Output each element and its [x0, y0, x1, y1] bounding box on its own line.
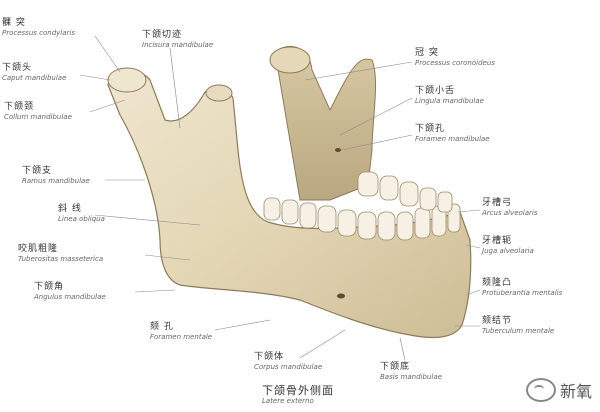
watermark: 新氧 — [525, 378, 592, 402]
label-la: Processus condylaris — [2, 29, 75, 37]
mental-foramen — [337, 293, 345, 299]
label-zh: 下颌角 — [34, 282, 65, 292]
label-la: Tuberositas masseterica — [18, 255, 104, 263]
label-zh: 下颌支 — [22, 166, 53, 176]
label-la: Basis mandibulae — [380, 373, 442, 381]
label-la: Latere externo — [262, 397, 314, 405]
label-zh: 牙槽弓 — [482, 198, 513, 208]
label-condyle: 髁 突 Processus condylaris — [2, 18, 75, 38]
label-zh: 颏 孔 — [150, 322, 174, 332]
label-la: Foramen mandibulae — [415, 135, 490, 143]
inner-condyle — [269, 46, 311, 74]
label-zh: 下颌骨外侧面 — [262, 384, 334, 397]
label-la: Linea obliqua — [58, 215, 105, 223]
label-zh: 下颌体 — [254, 352, 285, 362]
teeth — [263, 171, 461, 241]
mandibular-foramen — [335, 148, 341, 152]
label-zh: 下颌颈 — [4, 102, 35, 112]
label-mental-protuberance: 颏隆凸 Protuberantia mentalis — [482, 278, 562, 298]
label-oblique: 斜 线 Linea obliqua — [58, 204, 105, 224]
label-zh: 咬肌粗隆 — [18, 244, 59, 254]
label-la: Foramen mentale — [150, 333, 213, 341]
label-zh: 斜 线 — [58, 204, 82, 214]
label-coronoid: 冠 突 Processus coronoideus — [415, 48, 495, 68]
label-la: Incisura mandibulae — [142, 41, 214, 49]
label-notch: 下颌切迹 Incisura mandibulae — [142, 30, 213, 50]
label-mental-foramen: 颏 孔 Foramen mentale — [150, 322, 212, 342]
label-ramus: 下颌支 Ramus mandibulae — [22, 166, 90, 186]
label-angle: 下颌角 Angulus mandibulae — [34, 282, 106, 302]
label-head: 下颌头 Caput mandibulae — [2, 63, 66, 83]
watermark-text: 新氧 — [559, 382, 592, 401]
label-la: Arcus alveolaris — [482, 209, 538, 217]
leader-lines — [79, 35, 481, 361]
label-zh: 髁 突 — [2, 18, 26, 28]
label-la: Tuberculum mentale — [482, 327, 555, 335]
label-zh: 牙槽轭 — [482, 236, 513, 246]
label-zh: 冠 突 — [415, 48, 439, 58]
label-la: Juga alveolaria — [482, 247, 534, 255]
figure-title: 下颌骨外侧面 Latere externo — [262, 384, 334, 406]
label-zh: 下颌小舌 — [415, 86, 456, 96]
label-base: 下颌底 Basis mandibulae — [380, 362, 442, 382]
coronoid-tip — [205, 84, 233, 102]
label-alveolar-arch: 牙槽弓 Arcus alveolaris — [482, 198, 538, 218]
label-zh: 下颌孔 — [415, 124, 446, 134]
label-la: Angulus mandibulae — [34, 293, 106, 301]
outer-condyle — [107, 67, 147, 93]
label-masseteric: 咬肌粗隆 Tuberositas masseterica — [18, 244, 103, 264]
label-la: Lingula mandibulae — [415, 97, 484, 105]
watermark-logo-icon — [525, 378, 556, 402]
label-zh: 颏隆凸 — [482, 278, 513, 288]
label-body: 下颌体 Corpus mandibulae — [254, 352, 322, 372]
label-la: Collum mandibulae — [4, 113, 72, 121]
label-zh: 颏结节 — [482, 316, 513, 326]
label-zh: 下颌头 — [2, 63, 33, 73]
label-lingula: 下颌小舌 Lingula mandibulae — [415, 86, 484, 106]
label-alveolar-yoke: 牙槽轭 Juga alveolaria — [482, 236, 534, 256]
label-la: Processus coronoideus — [415, 59, 495, 67]
label-mental-tubercle: 颏结节 Tuberculum mentale — [482, 316, 554, 336]
label-zh: 下颌切迹 — [142, 30, 183, 40]
label-la: Caput mandibulae — [2, 74, 67, 82]
label-la: Protuberantia mentalis — [482, 289, 563, 297]
label-foramen: 下颌孔 Foramen mandibulae — [415, 124, 490, 144]
label-neck: 下颌颈 Collum mandibulae — [4, 102, 72, 122]
label-la: Ramus mandibulae — [22, 177, 90, 185]
label-la: Corpus mandibulae — [254, 363, 323, 371]
label-zh: 下颌底 — [380, 362, 411, 372]
